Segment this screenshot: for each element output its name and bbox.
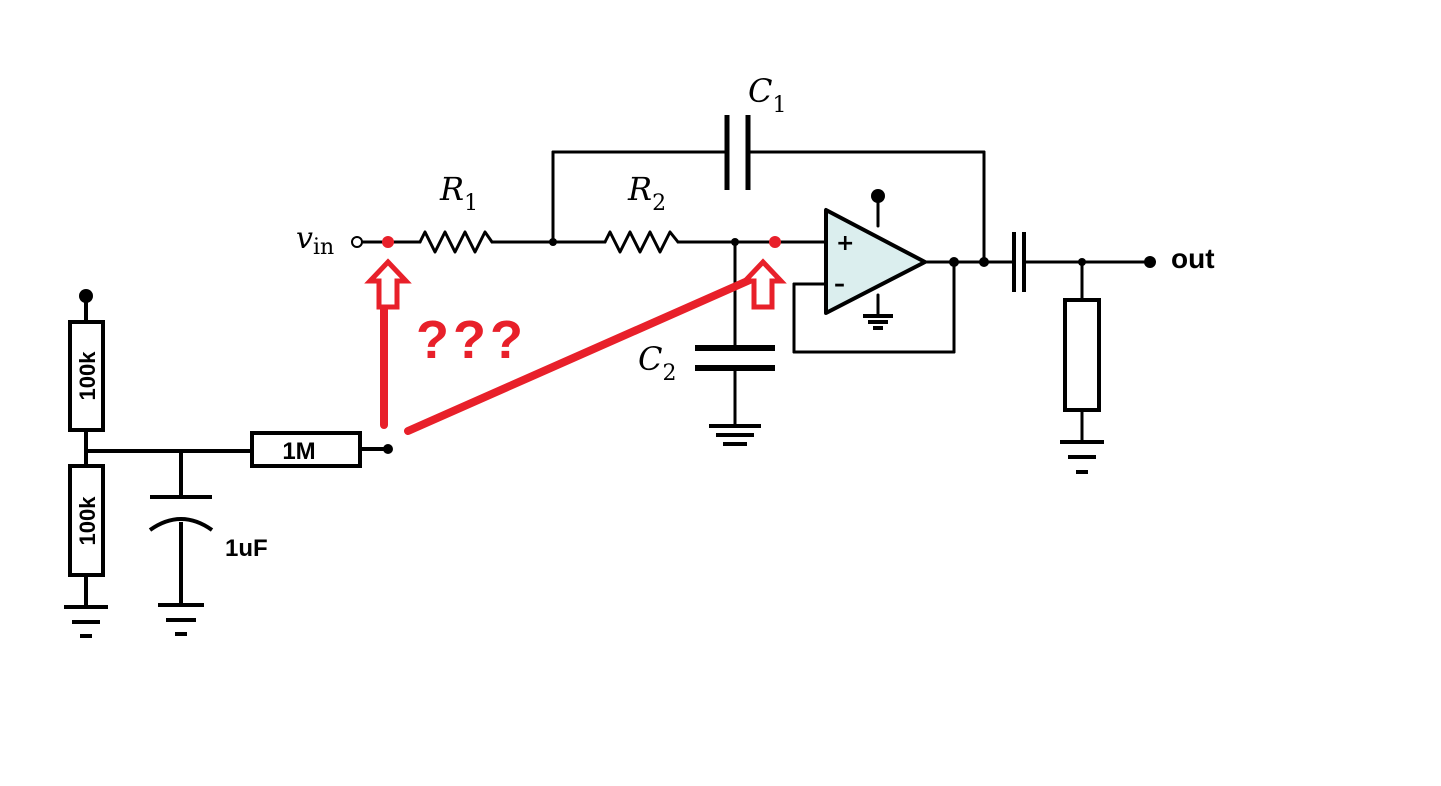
bias-capacitor-label: 1uF bbox=[225, 535, 268, 562]
ground-symbols-bias bbox=[64, 603, 204, 638]
opamp-plus-sign: + bbox=[836, 231, 854, 256]
bias-supply-node bbox=[79, 289, 93, 303]
r1-label: R1 bbox=[439, 170, 478, 216]
question-marks: ??? bbox=[416, 310, 527, 370]
r2-label: R2 bbox=[627, 170, 666, 216]
capacitor-c1 bbox=[724, 115, 751, 190]
capacitor-c2 bbox=[695, 345, 775, 371]
load-resistor bbox=[1063, 298, 1101, 412]
bias-resistor-top-label: 100k bbox=[75, 351, 100, 401]
out-label: out bbox=[1171, 243, 1215, 274]
opamp-minus-sign: – bbox=[834, 272, 845, 297]
resistor-r2 bbox=[603, 230, 680, 254]
junction-dots bbox=[549, 189, 1156, 268]
arrow-up-icon bbox=[739, 258, 787, 310]
output-coupling-capacitor bbox=[1012, 232, 1026, 292]
red-point-noninverting bbox=[769, 236, 781, 248]
arrow-up-icon bbox=[364, 258, 412, 310]
c1-label: C1 bbox=[748, 72, 786, 118]
ground-symbols-filter bbox=[709, 314, 1104, 474]
bias-output-node bbox=[383, 444, 393, 454]
series-resistor-label: 1M bbox=[282, 438, 315, 465]
vin-terminal bbox=[351, 236, 363, 248]
red-point-input bbox=[382, 236, 394, 248]
bias-wiring bbox=[84, 296, 388, 607]
resistor-r1 bbox=[418, 230, 494, 254]
bias-resistor-top bbox=[68, 320, 105, 432]
annotation-overlay: ??? bbox=[364, 236, 787, 435]
bias-resistor-bottom bbox=[68, 464, 105, 577]
bias-capacitor bbox=[148, 495, 214, 532]
opamp: + – bbox=[824, 208, 927, 315]
series-resistor-1m bbox=[250, 431, 362, 468]
vin-label: vin bbox=[296, 221, 334, 260]
bias-resistor-bottom-label: 100k bbox=[75, 496, 100, 546]
c2-label: C2 bbox=[638, 340, 676, 386]
filter-wiring bbox=[360, 150, 1152, 444]
